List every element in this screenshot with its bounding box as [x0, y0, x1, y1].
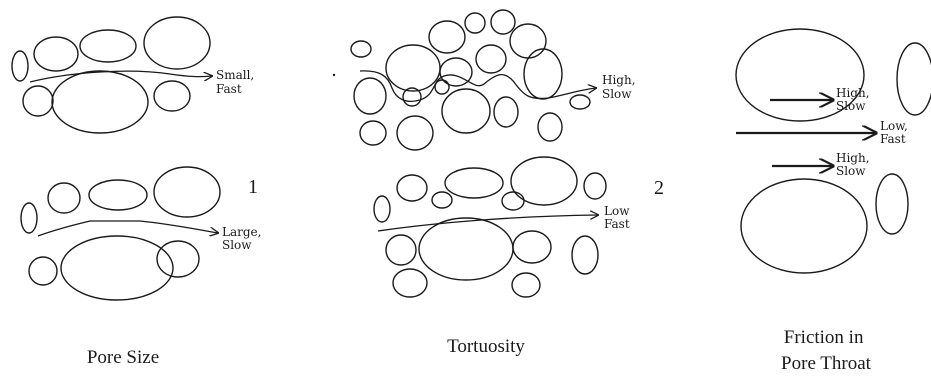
- label-large-slow: Large, Slow: [222, 225, 265, 252]
- grain: [741, 179, 867, 273]
- flow-path-small-fast: [30, 71, 212, 82]
- grain: [23, 86, 53, 116]
- caption-friction: Friction in Pore Throat: [781, 327, 872, 374]
- grain: [360, 121, 386, 145]
- figure-number-1: 1: [248, 176, 258, 198]
- grain: [491, 10, 515, 34]
- grain: [157, 241, 199, 277]
- grain: [351, 41, 371, 57]
- grain: [52, 71, 148, 133]
- flow-path-large-slow: [38, 221, 218, 236]
- grain: [432, 192, 452, 208]
- grain: [12, 51, 28, 81]
- grain: [48, 183, 80, 213]
- grain: [397, 116, 433, 150]
- grain: [876, 174, 908, 234]
- grain: [513, 231, 551, 263]
- caption-pore-size: Pore Size: [87, 347, 159, 368]
- grain: [429, 21, 465, 53]
- grain: [476, 45, 506, 73]
- grain: [80, 30, 136, 62]
- grain: [584, 173, 606, 199]
- grain: [572, 236, 598, 274]
- label-middle-low-fast: Low, Fast: [880, 119, 912, 146]
- grain: [34, 37, 78, 71]
- flow-path-low-fast: [378, 215, 598, 231]
- grain: [465, 13, 485, 33]
- grain: [445, 168, 503, 198]
- grain: [442, 89, 490, 133]
- grain: [538, 113, 562, 141]
- grain: [397, 175, 427, 201]
- grain: [440, 58, 472, 86]
- grain: [897, 43, 931, 115]
- grain: [511, 157, 577, 205]
- speck: [333, 74, 335, 76]
- grain: [524, 49, 562, 99]
- grain: [386, 235, 416, 265]
- grain: [154, 167, 220, 217]
- caption-tortuosity: Tortuosity: [447, 336, 525, 357]
- grain: [61, 236, 173, 300]
- label-lower-high-slow: High, Slow: [836, 151, 873, 178]
- pore-size-bottom-grains: [21, 167, 220, 300]
- panel-friction: High, Slow Low, Fast High, Slow Friction…: [736, 29, 931, 374]
- grain: [89, 180, 147, 210]
- label-high-slow: High, Slow: [602, 73, 639, 101]
- panel-tortuosity: High, Slow Low Fast 2 Tortuosity: [333, 10, 664, 357]
- grain: [354, 78, 386, 114]
- grain: [512, 273, 540, 297]
- grain: [386, 45, 440, 91]
- panel-pore-size: Small, Fast Large, Slow 1 Pore Size: [12, 17, 265, 368]
- label-upper-high-slow: High, Slow: [836, 86, 873, 113]
- grain: [494, 97, 518, 127]
- grain: [510, 24, 546, 58]
- grain: [21, 203, 37, 233]
- grain: [144, 17, 210, 69]
- grain: [419, 218, 513, 280]
- grain: [393, 269, 427, 297]
- label-small-fast: Small, Fast: [216, 68, 258, 96]
- figure-number-2: 2: [654, 177, 664, 199]
- tortuosity-top-grains: [351, 10, 590, 150]
- label-low-fast: Low Fast: [604, 204, 633, 231]
- grain: [502, 192, 524, 210]
- grain: [154, 81, 190, 111]
- grain: [570, 95, 590, 109]
- grain: [29, 257, 57, 285]
- grain: [374, 196, 390, 222]
